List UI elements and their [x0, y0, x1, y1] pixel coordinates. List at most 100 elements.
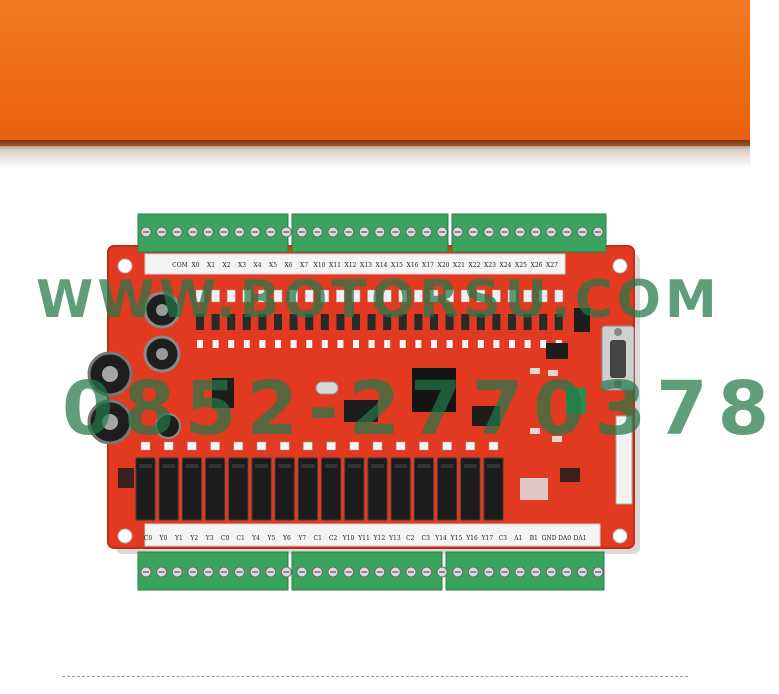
terminal-label: Y13: [388, 535, 401, 542]
relay: [158, 457, 179, 521]
terminal-label: X24: [500, 262, 512, 269]
relay-led: [303, 441, 313, 451]
input-resistor: [382, 289, 392, 303]
terminal-label: B1: [530, 535, 538, 542]
relay-led: [210, 441, 220, 451]
input-resistor: [492, 289, 501, 303]
terminal-label: GND: [542, 535, 557, 542]
capacitors: [87, 291, 181, 445]
terminal-label: X13: [360, 262, 372, 269]
relay: [321, 457, 342, 521]
relay-led: [163, 441, 174, 451]
terminal-label: Y12: [373, 535, 386, 542]
terminal-label: DA1: [574, 535, 587, 542]
input-resistor: [226, 289, 236, 303]
input-resistor: [336, 289, 345, 303]
dashed-divider: [62, 676, 688, 677]
terminal-label: DA0: [558, 535, 571, 542]
input-resistor: [242, 289, 252, 303]
relay-led: [349, 441, 360, 451]
relay: [135, 457, 156, 521]
terminal-label: X5: [269, 262, 277, 269]
relay: [181, 457, 202, 521]
input-resistor: [554, 289, 564, 303]
relay: [205, 457, 226, 521]
terminal-label: C1: [236, 535, 244, 542]
terminal-label: Y15: [450, 535, 463, 542]
relay-led: [187, 441, 197, 451]
terminal-label: X6: [284, 262, 292, 269]
smd-components: [118, 368, 580, 500]
crystal: [315, 381, 339, 395]
terminal-label: X10: [314, 262, 326, 269]
small-relay: [566, 388, 586, 414]
input-component-row: [195, 289, 564, 348]
banner-shadow: [0, 140, 750, 168]
input-resistor: [507, 289, 517, 303]
relay-led: [465, 441, 476, 451]
input-resistor: [258, 289, 267, 303]
terminal-label: X2: [222, 262, 230, 269]
watermark-url: WWW.BOTORSU.COM: [36, 270, 721, 330]
terminal-label: X20: [438, 262, 450, 269]
watermark-phone: 0852-2770378: [62, 366, 779, 452]
relay-led: [140, 441, 151, 451]
terminal-label: X22: [469, 262, 481, 269]
input-resistor: [320, 289, 330, 303]
input-resistor: [429, 289, 439, 303]
input-resistor: [211, 289, 220, 303]
terminal-label: Y7: [297, 535, 306, 542]
input-resistor: [289, 289, 298, 303]
relay-led: [442, 441, 452, 451]
relay: [437, 457, 458, 521]
bottom-label-strip: [144, 523, 601, 547]
relay-led: [419, 441, 429, 451]
terminal-label: X25: [515, 262, 527, 269]
relay-led: [395, 441, 406, 451]
relay: [274, 457, 295, 521]
terminal-label: C2: [406, 535, 415, 542]
relay: [413, 457, 434, 521]
input-resistor: [273, 289, 283, 303]
terminal-label: X16: [407, 262, 419, 269]
input-resistor: [367, 289, 376, 303]
chips: [212, 308, 590, 426]
relay: [251, 457, 272, 521]
terminal-label: X15: [391, 262, 403, 269]
input-resistor: [460, 289, 470, 303]
terminal-label: Y3: [205, 535, 214, 542]
input-resistor: [398, 289, 408, 303]
terminal-label: Y0: [159, 535, 168, 542]
terminal-label: X14: [376, 262, 388, 269]
terminal-label: A1: [513, 535, 522, 542]
relay: [344, 457, 365, 521]
input-resistor: [351, 289, 361, 303]
terminal-label: Y5: [267, 535, 276, 542]
terminal-label: C0: [221, 535, 230, 542]
terminal-label: C2: [329, 535, 338, 542]
relay-led: [256, 441, 267, 451]
terminal-label: X26: [531, 262, 543, 269]
input-resistor: [538, 289, 548, 303]
input-resistor: [195, 289, 205, 303]
input-resistor: [304, 289, 314, 303]
input-resistor: [523, 289, 532, 303]
terminal-label: Y1: [174, 535, 183, 542]
relay-led: [279, 441, 290, 451]
relay-led: [233, 441, 244, 451]
relay-led: [326, 441, 336, 451]
relay-led: [488, 441, 499, 451]
terminal-label: X4: [253, 262, 261, 269]
terminal-label: X17: [422, 262, 434, 269]
input-resistor: [476, 289, 486, 303]
side-connector: [615, 415, 633, 505]
terminal-label: X0: [191, 262, 199, 269]
relay: [297, 457, 318, 521]
top-label-strip: [144, 253, 566, 275]
terminal-label: C1: [313, 535, 321, 542]
mounting-holes: [117, 258, 628, 544]
terminal-label: X12: [345, 262, 357, 269]
